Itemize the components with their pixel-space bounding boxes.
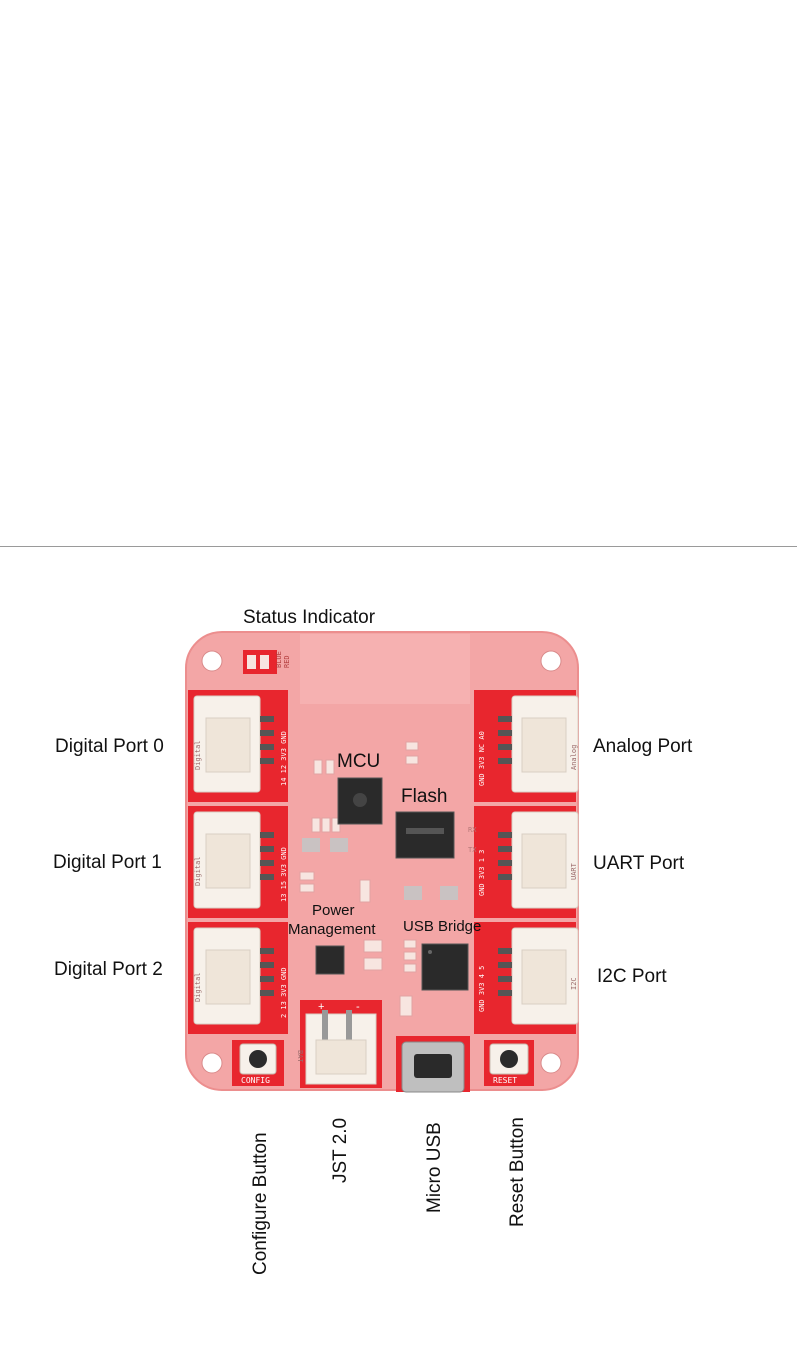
silk-bat: BAT — [296, 1050, 304, 1063]
mounting-hole — [540, 650, 562, 672]
silk-analog: Analog — [570, 745, 578, 770]
label-usb-bridge: USB Bridge — [403, 918, 482, 935]
label-status-indicator: Status Indicator — [243, 607, 376, 628]
silk-digital-1: Digital — [194, 856, 202, 886]
label-digital-port-1: Digital Port 1 — [53, 852, 162, 873]
status-led — [247, 655, 256, 669]
passive-components — [299, 741, 419, 1017]
label-jst: JST 2.0 — [330, 1117, 351, 1183]
label-i2c-port: I2C Port — [597, 966, 667, 987]
silk-plus: + — [318, 1001, 324, 1013]
silk-i2c: I2C — [570, 977, 578, 990]
silk-pins-analog: GND 3V3 NC A0 — [478, 731, 486, 786]
silk-rx: RX — [468, 826, 477, 834]
label-micro-usb: Micro USB — [424, 1122, 445, 1213]
label-digital-port-2: Digital Port 2 — [54, 959, 163, 980]
silk-pins-i2c: GND 3V3 4 5 — [478, 966, 486, 1012]
flash-chip — [395, 811, 455, 859]
label-management: Management — [288, 921, 376, 938]
silk-config: CONFIG — [241, 1076, 270, 1085]
grove-connector-d0 — [193, 695, 274, 793]
grove-connector-analog — [498, 695, 579, 793]
label-mcu: MCU — [337, 751, 381, 772]
silk-red: RED — [283, 655, 291, 668]
silk-pins-d2: 2 13 3V3 GND — [280, 967, 288, 1018]
silk-uart: UART — [570, 862, 578, 880]
label-power: Power — [312, 902, 355, 919]
status-led — [260, 655, 269, 669]
config-button-knob — [249, 1050, 267, 1068]
power-management-chip — [315, 945, 345, 975]
silk-blue: BLUE — [275, 651, 283, 668]
silk-pins-d0: 14 12 3V3 GND — [280, 731, 288, 786]
grove-connector-d2 — [193, 927, 274, 1025]
label-reset-button: Reset Button — [507, 1117, 528, 1227]
silk-tx: TX — [468, 846, 477, 854]
label-configure-button: Configure Button — [250, 1132, 271, 1275]
label-flash: Flash — [401, 786, 448, 807]
grove-connector-d1 — [193, 811, 274, 909]
reset-button-knob — [500, 1050, 518, 1068]
grove-connector-i2c — [498, 927, 579, 1025]
usb-bridge-chip — [421, 943, 469, 991]
grove-connector-uart — [498, 811, 579, 909]
mounting-hole — [201, 1052, 223, 1074]
label-digital-port-0: Digital Port 0 — [55, 736, 164, 757]
section-divider — [0, 546, 797, 547]
silk-minus: - — [356, 1001, 360, 1013]
antenna-area — [300, 634, 470, 704]
label-uart-port: UART Port — [593, 853, 685, 874]
silk-pins-uart: GND 3V3 1 3 — [478, 850, 486, 896]
silk-digital-0: Digital — [194, 740, 202, 770]
mounting-hole — [201, 650, 223, 672]
mosfet-components — [302, 838, 458, 900]
label-analog-port: Analog Port — [593, 736, 693, 757]
mcu-chip — [337, 777, 383, 825]
silk-reset: RESET — [493, 1076, 517, 1085]
silk-pins-d1: 13 15 3V3 GND — [280, 847, 288, 902]
silk-digital-2: Digital — [194, 972, 202, 1002]
mounting-hole — [540, 1052, 562, 1074]
